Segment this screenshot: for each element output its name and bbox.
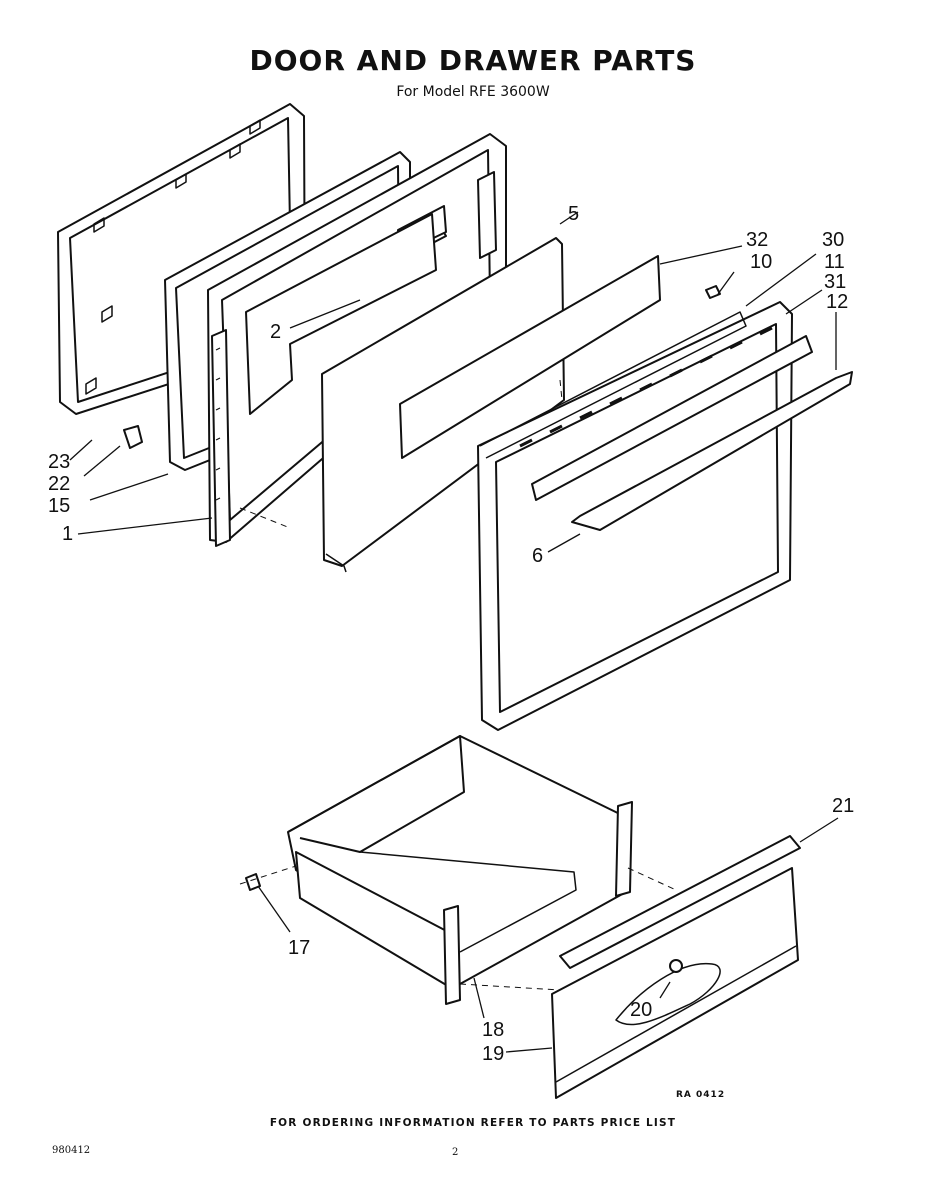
callout-31: 31	[824, 271, 846, 293]
window-shield	[399, 255, 661, 459]
page-title: DOOR AND DRAWER PARTS	[249, 44, 697, 77]
drawer-body	[287, 735, 633, 1005]
callout-15: 15	[48, 495, 70, 517]
model-subtitle: For Model RFE 3600W	[396, 84, 550, 100]
callout-23: 23	[48, 451, 70, 473]
callout-19: 19	[482, 1043, 504, 1065]
hinge-bracket	[123, 425, 143, 449]
callout-10: 10	[750, 251, 772, 273]
callout-2: 2	[270, 321, 281, 343]
callout-6: 6	[532, 545, 543, 567]
page-number: 2	[452, 1147, 459, 1158]
ordering-note: FOR ORDERING INFORMATION REFER TO PARTS …	[269, 1117, 677, 1129]
callout-22: 22	[48, 473, 70, 495]
door-outer-panel	[477, 301, 793, 731]
door-clip	[705, 285, 721, 299]
callout-11: 11	[824, 251, 845, 273]
drawer-front-panel	[551, 867, 799, 1099]
callout-12: 12	[826, 291, 848, 313]
callout-21: 21	[832, 795, 854, 817]
door-handle	[531, 335, 853, 531]
diagram-code: RA 0412	[676, 1090, 726, 1100]
callout-32: 32	[746, 229, 768, 251]
callout-20: 20	[630, 999, 652, 1021]
callout-17: 17	[288, 937, 310, 959]
callout-18: 18	[482, 1019, 504, 1041]
document-code: 980412	[52, 1145, 91, 1156]
callout-1: 1	[62, 523, 73, 545]
callout-5: 5	[568, 203, 579, 225]
drawer-slide-rail	[559, 835, 801, 969]
door-insulation	[245, 213, 437, 415]
callout-labels: 5 32 30 10 11 31 12 2 23 22 15 1 6 21 17…	[48, 203, 854, 1065]
drawer-clip	[245, 873, 261, 891]
callout-30: 30	[822, 229, 844, 251]
